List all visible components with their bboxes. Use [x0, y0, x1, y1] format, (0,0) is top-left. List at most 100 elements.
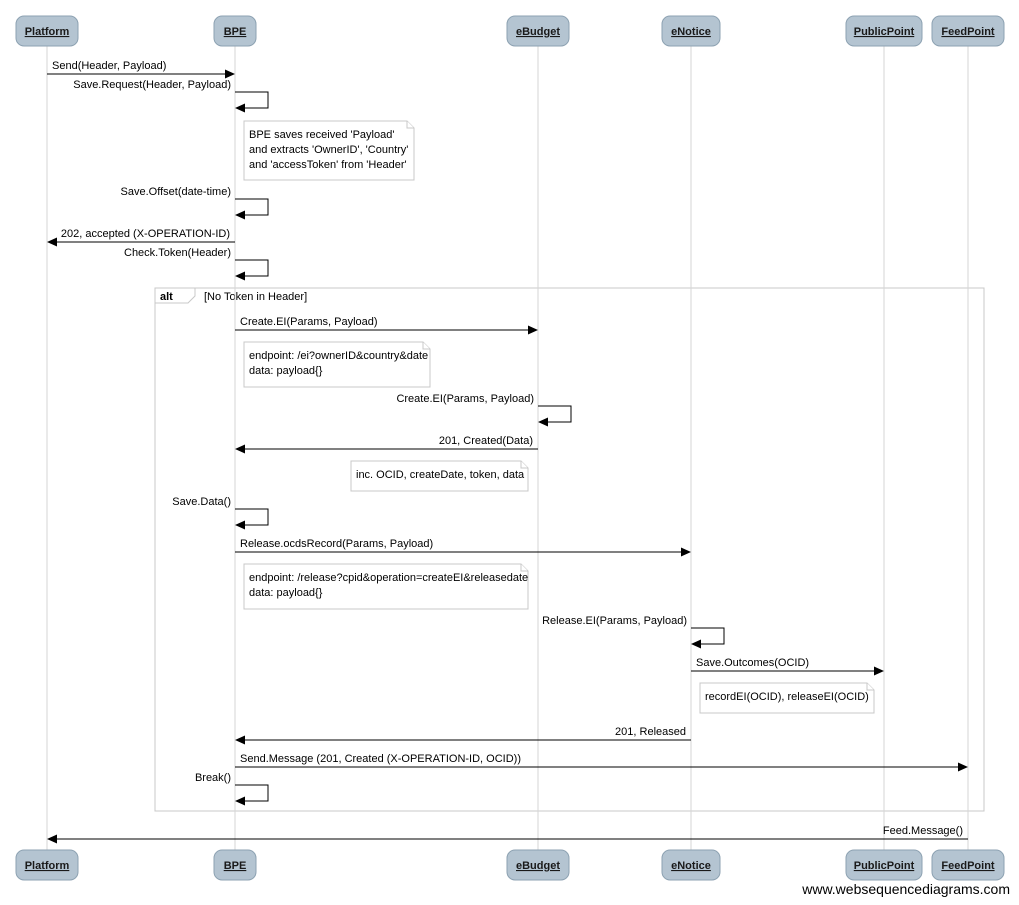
message-label: Feed.Message() [883, 825, 963, 837]
actor-label: FeedPoint [941, 860, 995, 872]
actor-box [845, 849, 923, 881]
note-box [699, 682, 875, 714]
note-4: endpoint: /release?cpid&operation=create… [243, 563, 529, 610]
self-message-line [235, 91, 269, 109]
arrow-head [235, 271, 245, 281]
message-label: 202, accepted (X-OPERATION-ID) [61, 228, 230, 240]
actor-label: PublicPoint [854, 860, 915, 872]
note-fold [866, 683, 874, 691]
actor-ebudget-bottom: eBudget [506, 849, 570, 881]
actor-bpe-top: BPE [213, 15, 257, 47]
message-label: 201, Created(Data) [439, 435, 533, 447]
note-line: BPE saves received 'Payload' [249, 129, 394, 141]
message-14: Send.Message (201, Created (X-OPERATION-… [235, 753, 968, 772]
alt-frame: alt[No Token in Header] [154, 287, 985, 812]
note-box [243, 341, 431, 388]
actors: PlatformPlatformBPEBPEeBudgeteBudgeteNot… [15, 15, 1005, 881]
self-message-line [538, 405, 572, 423]
message-7: Create.EI(Params, Payload) [396, 393, 572, 427]
arrow-head [958, 762, 968, 772]
note-line: endpoint: /release?cpid&operation=create… [249, 572, 528, 584]
arrow-head [47, 834, 57, 844]
note-3: inc. OCID, createDate, token, data [350, 460, 529, 492]
self-message-line [235, 784, 269, 802]
message-label: 201, Released [615, 726, 686, 738]
actor-bpe-bottom: BPE [213, 849, 257, 881]
note-line: endpoint: /ei?ownerID&country&date [249, 350, 428, 362]
actor-label: BPE [224, 26, 247, 38]
message-5: Check.Token(Header) [124, 247, 269, 281]
message-1: Send(Header, Payload) [47, 60, 235, 79]
message-12: Save.Outcomes(OCID) [691, 657, 884, 676]
arrow-head [691, 639, 701, 649]
self-message-line [235, 508, 269, 526]
actor-box [931, 15, 1005, 47]
arrow-head [47, 237, 57, 247]
watermark: www.websequencediagrams.com [802, 881, 1010, 897]
note-line: data: payload{} [249, 587, 323, 599]
actor-box [931, 849, 1005, 881]
note-fold [406, 121, 414, 129]
actor-publicpoint-bottom: PublicPoint [845, 849, 923, 881]
note-line: inc. OCID, createDate, token, data [356, 469, 525, 481]
message-label: Save.Outcomes(OCID) [696, 657, 809, 669]
arrow-head [225, 69, 235, 79]
actor-label: eBudget [516, 26, 560, 38]
actor-box [15, 15, 79, 47]
note-5: recordEI(OCID), releaseEI(OCID) [699, 682, 875, 714]
message-2: Save.Request(Header, Payload) [73, 79, 269, 113]
note-2: endpoint: /ei?ownerID&country&date data: … [243, 341, 431, 388]
actor-box [506, 15, 570, 47]
arrow-head [235, 520, 245, 530]
actor-box [661, 15, 721, 47]
message-label: Create.EI(Params, Payload) [396, 393, 534, 405]
message-8: 201, Created(Data) [235, 435, 538, 454]
actor-enotice-top: eNotice [661, 15, 721, 47]
actor-box [506, 849, 570, 881]
messages: Send(Header, Payload) Save.Request(Header… [47, 60, 968, 844]
actor-feedpoint-bottom: FeedPoint [931, 849, 1005, 881]
lifelines [46, 46, 969, 850]
note-1: BPE saves received 'Payload'and extracts… [243, 120, 415, 181]
message-6: Create.EI(Params, Payload) [235, 316, 538, 335]
message-label: Send(Header, Payload) [52, 60, 166, 72]
actor-label: eBudget [516, 860, 560, 872]
actor-ebudget-top: eBudget [506, 15, 570, 47]
note-line: data: payload{} [249, 365, 323, 377]
message-9: Save.Data() [172, 496, 269, 530]
arrow-head [528, 325, 538, 335]
message-label: Save.Data() [172, 496, 231, 508]
actor-box [213, 15, 257, 47]
message-11: Release.EI(Params, Payload) [542, 615, 725, 649]
arrow-head [538, 417, 548, 427]
actor-label: BPE [224, 860, 247, 872]
note-line: recordEI(OCID), releaseEI(OCID) [705, 691, 869, 703]
actor-publicpoint-top: PublicPoint [845, 15, 923, 47]
self-message-line [235, 198, 269, 216]
message-label: Send.Message (201, Created (X-OPERATION-… [240, 753, 521, 765]
alt-frame-label: alt [160, 291, 173, 303]
notes: BPE saves received 'Payload'and extracts… [243, 120, 875, 714]
alt-frame-tab [154, 287, 196, 304]
message-13: 201, Released [235, 726, 691, 745]
actor-box [661, 849, 721, 881]
note-box [350, 460, 529, 492]
arrow-head [235, 210, 245, 220]
message-label: Break() [195, 772, 231, 784]
message-label: Save.Offset(date-time) [121, 186, 231, 198]
actor-label: Platform [25, 860, 70, 872]
message-3: Save.Offset(date-time) [121, 186, 269, 220]
arrow-head [235, 103, 245, 113]
actor-box [845, 15, 923, 47]
actor-label: FeedPoint [941, 26, 995, 38]
actor-label: PublicPoint [854, 26, 915, 38]
note-box [243, 120, 415, 181]
note-fold [422, 342, 430, 350]
actor-label: eNotice [671, 26, 711, 38]
message-10: Release.ocdsRecord(Params, Payload) [235, 538, 691, 557]
note-fold [520, 564, 528, 572]
message-label: Save.Request(Header, Payload) [73, 79, 231, 91]
message-15: Break() [195, 772, 269, 806]
arrow-head [235, 735, 245, 745]
